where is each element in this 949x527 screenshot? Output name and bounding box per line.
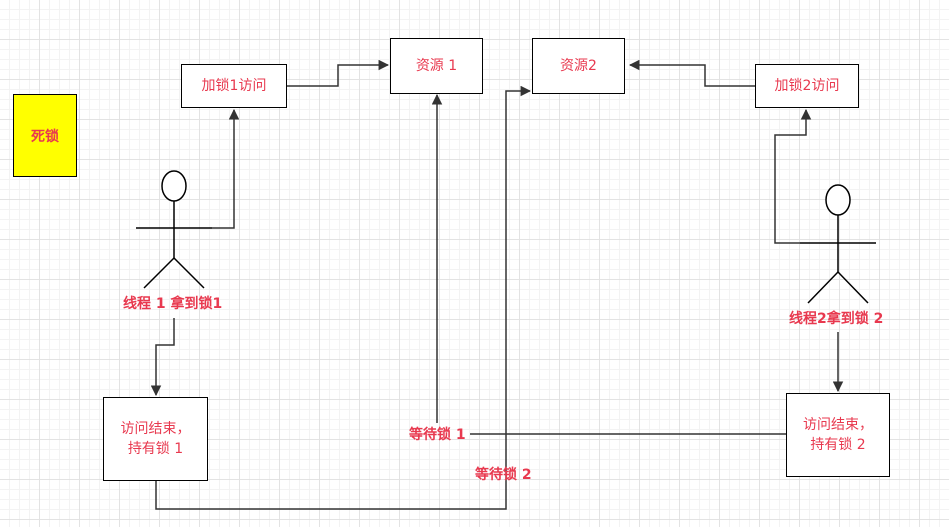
lock2-access-node: 加锁2访问 <box>755 64 859 108</box>
edge-thread2-to-lock2 <box>774 108 812 244</box>
edge-lock1-to-resource1 <box>287 59 390 87</box>
edge-done1-wait-lock2 <box>155 85 532 510</box>
thread2-actor <box>800 184 876 304</box>
done2-node: 访问结束， 持有锁 2 <box>786 393 890 477</box>
wait-lock1-label: 等待锁 1 <box>409 427 466 443</box>
thread1-label: 线程 1 拿到锁1 <box>123 296 223 312</box>
done1-line2: 持有锁 1 <box>127 441 184 457</box>
resource2-node: 资源2 <box>532 38 625 94</box>
edge-thread1-to-done1 <box>150 318 175 397</box>
thread1-actor <box>136 170 212 289</box>
lock1-access-node: 加锁1访问 <box>181 64 287 108</box>
resource1-node: 资源 1 <box>390 38 483 94</box>
edge-lock2-to-resource2 <box>628 59 755 87</box>
wait-lock2-label: 等待锁 2 <box>475 467 532 483</box>
deadlock-title: 死锁 <box>13 94 77 177</box>
done1-line1: 访问结束， <box>120 421 191 437</box>
done2-line1: 访问结束， <box>803 417 873 433</box>
done2-line2: 持有锁 2 <box>810 437 866 453</box>
edge-thread1-to-lock1 <box>212 108 240 229</box>
done1-node: 访问结束， 持有锁 1 <box>103 397 208 481</box>
thread2-label: 线程2拿到锁 2 <box>789 311 884 327</box>
